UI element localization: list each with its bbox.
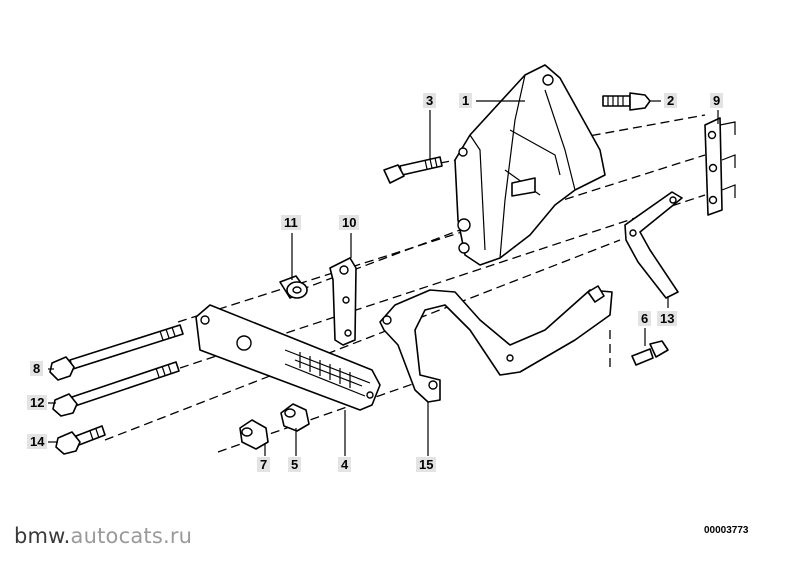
part-8-bolt[interactable] — [49, 324, 184, 381]
callout-2[interactable]: 2 — [664, 93, 678, 108]
part-3-bolt[interactable] — [383, 156, 443, 184]
callout-9[interactable]: 9 — [710, 93, 724, 108]
callout-7[interactable]: 7 — [257, 457, 271, 472]
callout-3[interactable]: 3 — [423, 93, 437, 108]
watermark-part2: autocats.ru — [70, 524, 193, 548]
part-5-nut[interactable] — [280, 403, 310, 432]
part-13-bracket[interactable] — [624, 191, 683, 299]
part-4-slide-plate[interactable] — [195, 304, 381, 411]
part-2-bolt[interactable] — [602, 92, 651, 111]
part-9-plate[interactable] — [704, 117, 736, 216]
reference-number: 00003773 — [704, 525, 749, 536]
callout-15[interactable]: 15 — [416, 457, 437, 472]
callout-10[interactable]: 10 — [339, 215, 360, 230]
part-11-bushing[interactable] — [279, 275, 308, 299]
part-10-plate[interactable] — [329, 257, 357, 346]
callout-8[interactable]: 8 — [30, 361, 44, 376]
callout-12[interactable]: 12 — [27, 395, 48, 410]
watermark: bmw.autocats.ru — [14, 524, 192, 548]
leader-lines — [48, 100, 719, 456]
part-15-bracket[interactable] — [379, 285, 613, 403]
part-14-bolt[interactable] — [55, 425, 106, 455]
part-7-nut[interactable] — [239, 419, 269, 450]
callout-14[interactable]: 14 — [27, 434, 48, 449]
part-12-bolt[interactable] — [52, 361, 180, 417]
callout-4[interactable]: 4 — [338, 457, 352, 472]
callout-11[interactable]: 11 — [281, 215, 301, 230]
watermark-part1: bmw. — [14, 524, 71, 548]
part-1-bracket[interactable] — [454, 64, 606, 266]
callout-13[interactable]: 13 — [657, 311, 678, 326]
callout-1[interactable]: 1 — [459, 93, 473, 108]
callout-6[interactable]: 6 — [638, 311, 652, 326]
callout-5[interactable]: 5 — [288, 457, 302, 472]
part-6-bolt[interactable] — [631, 340, 669, 366]
